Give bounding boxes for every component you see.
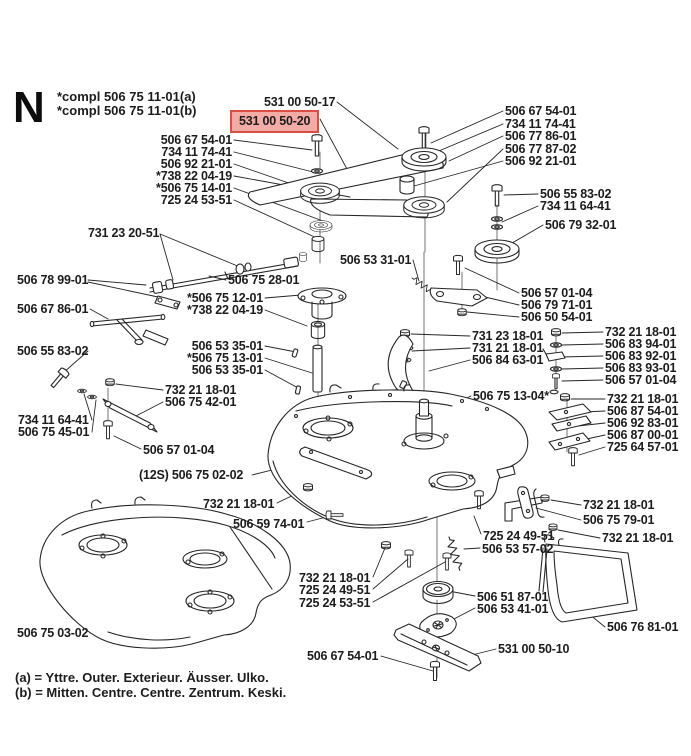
part-label: 725 64 57-01 xyxy=(607,440,679,454)
part-label: 506 83 93-01 xyxy=(605,361,677,375)
part-label: 734 11 74-41 xyxy=(161,145,232,159)
part-label: 506 84 63-01 xyxy=(472,353,544,367)
deck-hardware xyxy=(303,483,550,571)
part-label: 506 75 42-01 xyxy=(165,395,237,409)
pulley-assembly xyxy=(299,126,520,264)
part-label: *738 22 04-19 xyxy=(156,169,232,183)
part-label: 506 57 01-04 xyxy=(605,373,677,387)
blade-guard xyxy=(387,329,414,394)
part-label: 506 92 21-01 xyxy=(505,154,577,168)
part-label: 732 21 18-01 xyxy=(605,325,677,339)
control-rod-assembly xyxy=(149,256,299,310)
part-label: 506 83 92-01 xyxy=(605,349,677,363)
part-label: *506 75 13-01 xyxy=(187,351,263,365)
part-label: 506 79 32-01 xyxy=(545,218,617,232)
part-label: 732 21 18-01 xyxy=(203,497,275,511)
wheel-bracket-stack xyxy=(548,393,592,467)
part-label: 506 59 74-01 xyxy=(233,517,305,531)
part-label: 506 67 54-01 xyxy=(160,133,232,147)
part-label: 734 11 64-41 xyxy=(540,199,611,213)
part-label: *506 75 12-01 xyxy=(187,291,263,305)
part-label: 506 57 01-04 xyxy=(521,286,593,300)
part-label: 732 21 18-01 xyxy=(607,392,679,406)
idler-arm-assembly xyxy=(409,254,488,317)
lower-deck xyxy=(39,496,291,649)
footnote-a: (a) = Yttre. Outer. Exterieur. Äusser. U… xyxy=(15,670,269,685)
part-label: 506 75 03-02 xyxy=(17,626,89,640)
part-label: 506 53 31-01 xyxy=(340,253,412,267)
part-label: 731 23 20-51 xyxy=(88,226,160,240)
part-label: 506 77 86-01 xyxy=(505,129,577,143)
part-label: 506 75 28-01 xyxy=(228,273,300,287)
part-label: 506 57 01-04 xyxy=(143,443,215,457)
part-label: 506 55 83-02 xyxy=(17,344,89,358)
assembly-note-b: *compl 506 75 11-01(b) xyxy=(57,103,197,118)
left-arm-assembly xyxy=(47,366,158,440)
deflector-assembly xyxy=(444,523,638,623)
part-label: 506 67 86-01 xyxy=(17,302,89,316)
spindle-assembly xyxy=(291,287,347,395)
part-label: 506 67 54-01 xyxy=(307,649,379,663)
part-label: 734 11 64-41 xyxy=(18,413,89,427)
part-label: 732 21 18-01 xyxy=(165,383,237,397)
part-label: 506 87 54-01 xyxy=(607,404,679,418)
part-label: *506 75 14-01 xyxy=(156,181,232,195)
right-fastener-stack xyxy=(542,328,566,395)
part-label: *738 22 04-19 xyxy=(187,303,263,317)
part-label: 531 00 50-17 xyxy=(264,95,336,109)
main-deck xyxy=(267,383,543,529)
part-label: 725 24 49-51 xyxy=(299,583,371,597)
part-label: 506 75 79-01 xyxy=(583,513,655,527)
part-label: 506 83 94-01 xyxy=(605,337,677,351)
part-label: 506 50 54-01 xyxy=(521,310,593,324)
part-label: 506 53 41-01 xyxy=(477,602,549,616)
support-bracket xyxy=(89,313,169,346)
part-label: 506 87 00-01 xyxy=(607,428,679,442)
part-label: 506 76 81-01 xyxy=(607,620,679,634)
assembly-note-a: *compl 506 75 11-01(a) xyxy=(57,89,196,104)
part-label-highlighted[interactable]: 531 00 50-20 xyxy=(230,110,320,133)
part-label: 531 00 50-10 xyxy=(498,642,570,656)
part-label: 732 21 18-01 xyxy=(299,571,371,585)
footnote-b: (b) = Mitten. Centre. Centre. Zentrum. K… xyxy=(15,685,287,700)
part-label: 506 77 87-02 xyxy=(505,142,577,156)
part-label: 725 24 53-51 xyxy=(299,596,371,610)
part-label: (12S) 506 75 02-02 xyxy=(139,468,244,482)
part-label: 506 53 35-01 xyxy=(191,339,263,353)
part-label: 731 23 18-01 xyxy=(472,329,544,343)
part-label: 506 92 21-01 xyxy=(160,157,232,171)
part-label: 734 11 74-41 xyxy=(505,117,576,131)
part-label: 725 24 53-51 xyxy=(160,193,232,207)
part-label: 731 21 18-01 xyxy=(472,341,544,355)
part-label: 506 78 99-01 xyxy=(17,273,89,287)
blade-assembly xyxy=(393,580,482,681)
part-label: 506 75 45-01 xyxy=(18,425,90,439)
part-label: 506 53 35-01 xyxy=(191,363,263,377)
section-letter: N xyxy=(13,83,45,132)
part-label: 506 55 83-02 xyxy=(540,187,612,201)
part-label: 506 67 54-01 xyxy=(505,104,577,118)
part-label: 732 21 18-01 xyxy=(583,498,655,512)
part-label: 506 75 13-04* xyxy=(473,389,549,403)
part-label: 506 51 87-01 xyxy=(477,590,549,604)
part-label: 725 24 49-51 xyxy=(483,529,555,543)
part-label: 732 21 18-01 xyxy=(602,531,674,545)
part-label: 506 53 57-02 xyxy=(482,542,554,556)
part-label: 506 92 83-01 xyxy=(607,416,679,430)
part-label: 506 79 71-01 xyxy=(521,298,593,312)
